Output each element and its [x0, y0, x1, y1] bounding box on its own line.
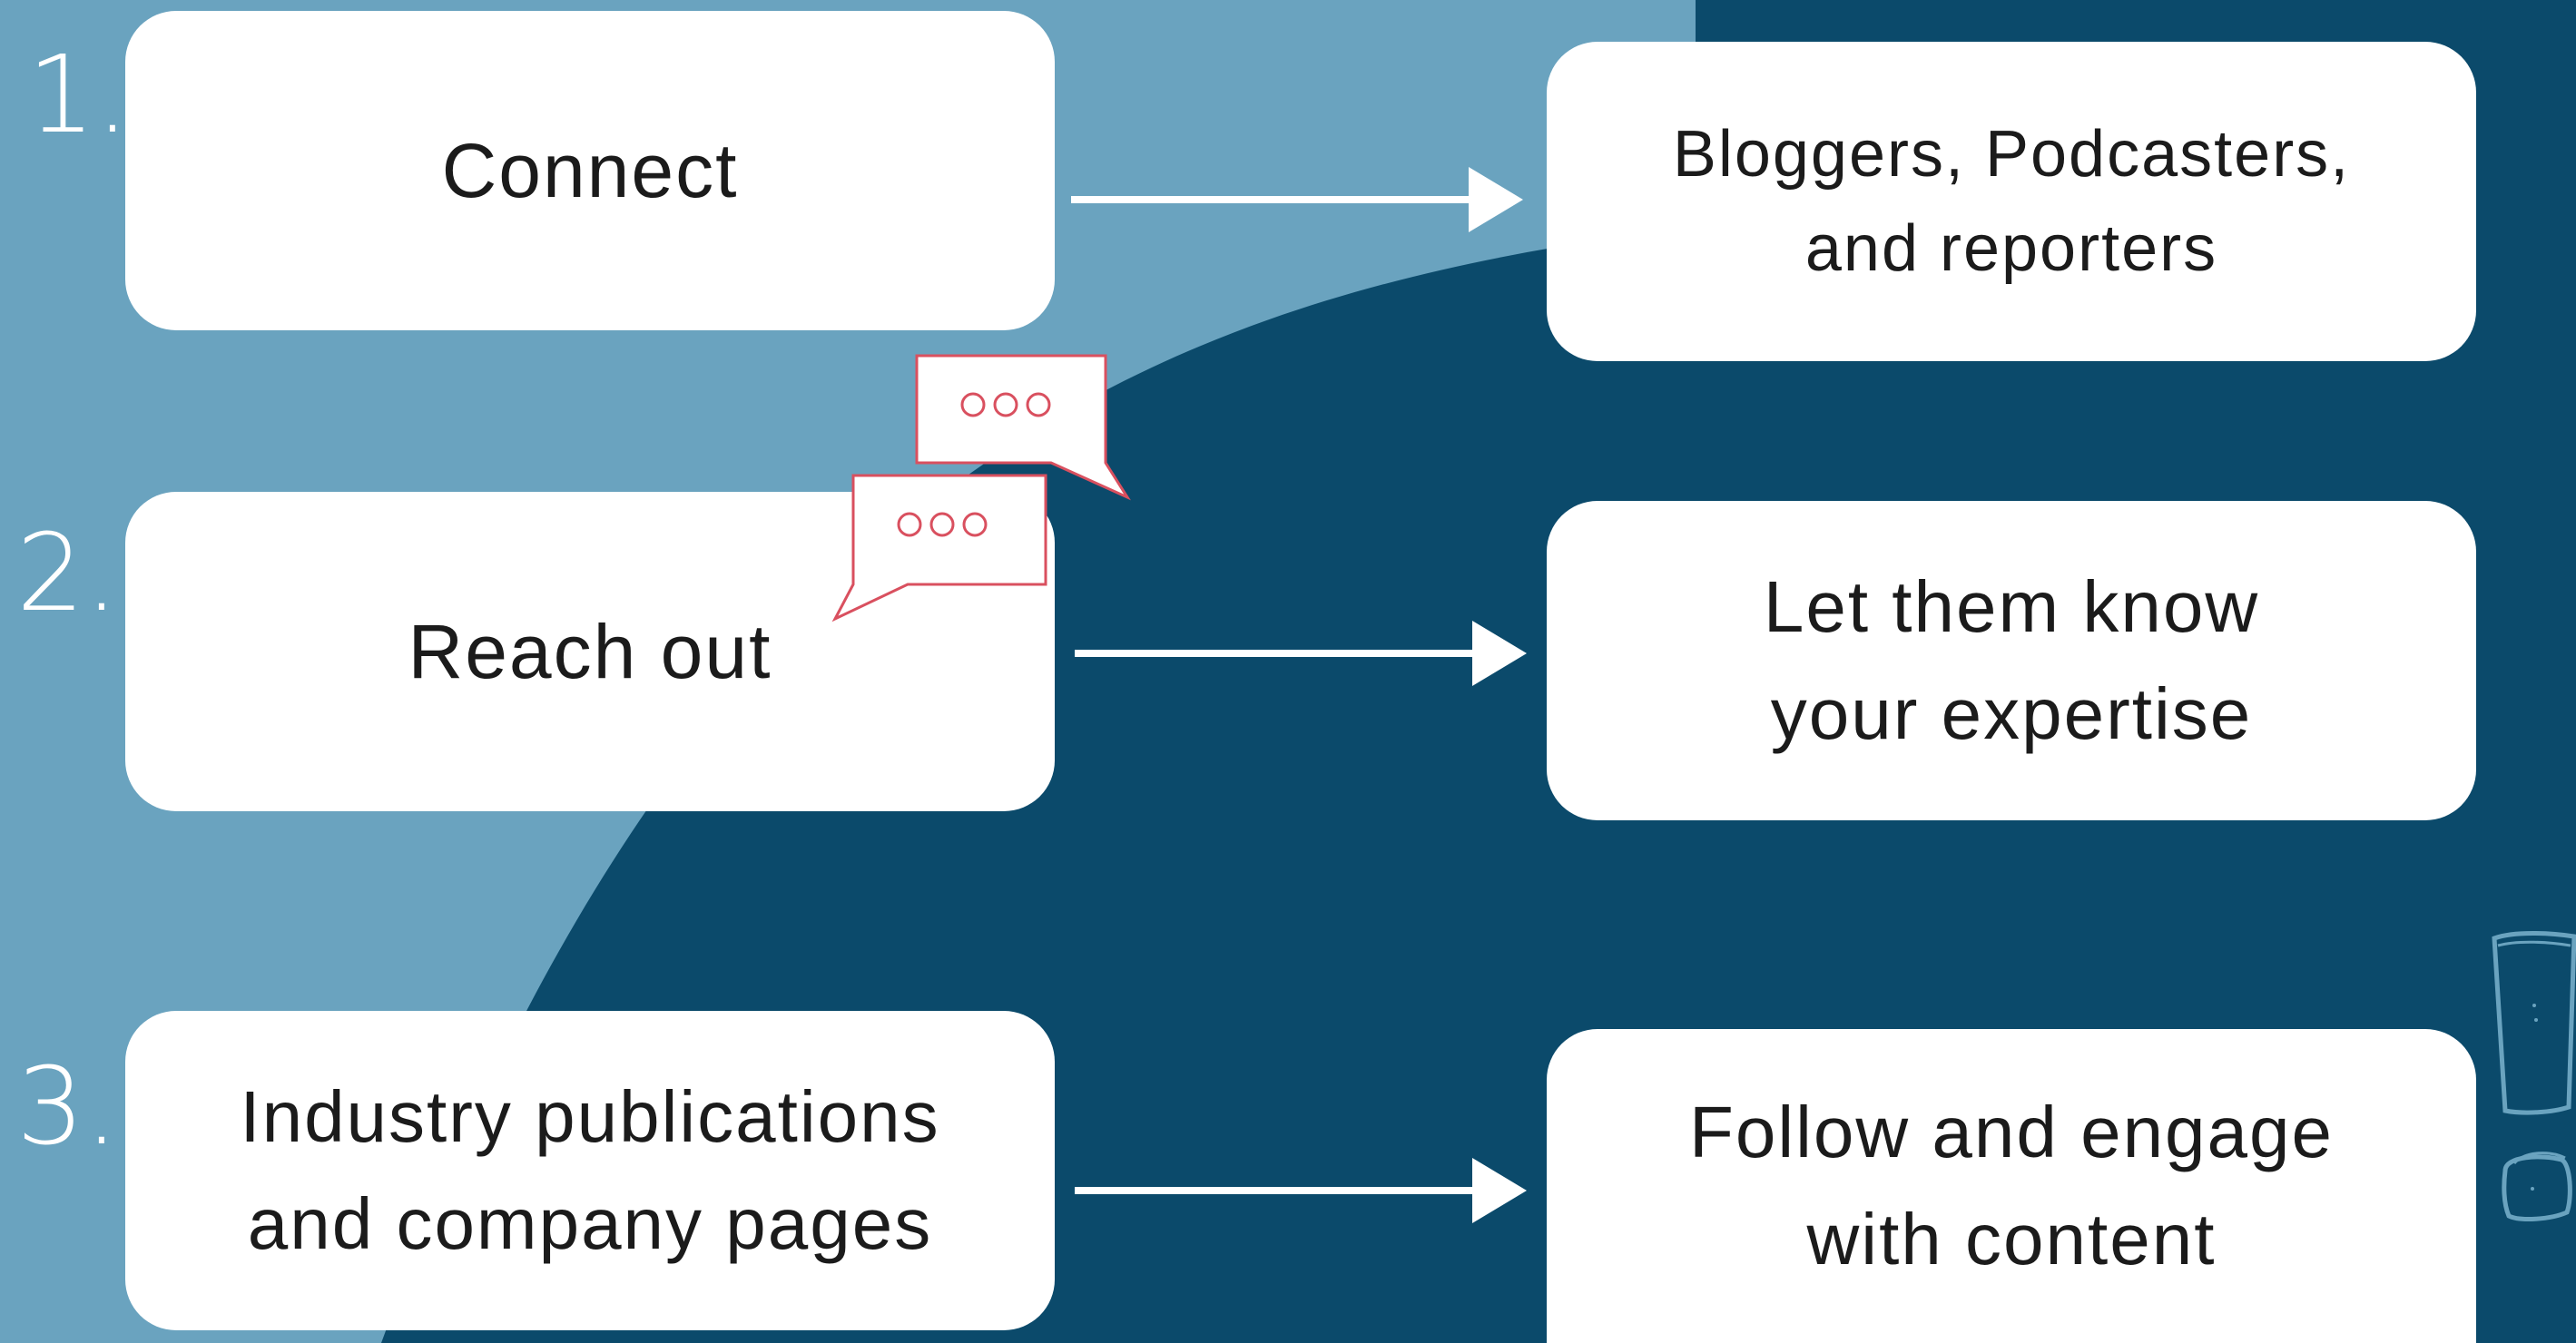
arrow-right-icon: [1075, 621, 1527, 686]
chat-bubble-icon: [915, 354, 1131, 501]
arrow-right-icon: [1075, 1158, 1527, 1223]
step-number-3: 3.: [16, 1044, 119, 1169]
step-3-right-line-2: with content: [1806, 1199, 2217, 1279]
step-1-right-line-2: and reporters: [1804, 212, 2218, 285]
step-3-right-box: Follow and engage with content: [1547, 1029, 2476, 1343]
chat-bubble-icon: [831, 474, 1047, 622]
exclamation-icon: [2492, 931, 2576, 1221]
step-number-2: 2.: [16, 510, 119, 635]
step-2-left-text: Reach out: [408, 608, 772, 694]
step-3-left-line-2: and company pages: [247, 1183, 933, 1264]
step-2-right-line-2: your expertise: [1770, 673, 2253, 754]
step-3-right-line-1: Follow and engage: [1688, 1092, 2335, 1172]
step-1-left-text: Connect: [441, 127, 739, 213]
step-1-right-line-1: Bloggers, Podcasters,: [1672, 118, 2351, 191]
step-number-1: 1.: [27, 32, 130, 157]
step-2-right-line-1: Let them know: [1763, 566, 2260, 647]
step-2-right-box: Let them know your expertise: [1547, 501, 2476, 820]
step-1-left-box: Connect: [125, 11, 1055, 330]
step-3-left-box: Industry publications and company pages: [125, 1011, 1055, 1330]
arrow-right-icon: [1071, 167, 1523, 232]
step-3-left-line-1: Industry publications: [240, 1076, 940, 1157]
step-1-right-box: Bloggers, Podcasters, and reporters: [1547, 42, 2476, 361]
